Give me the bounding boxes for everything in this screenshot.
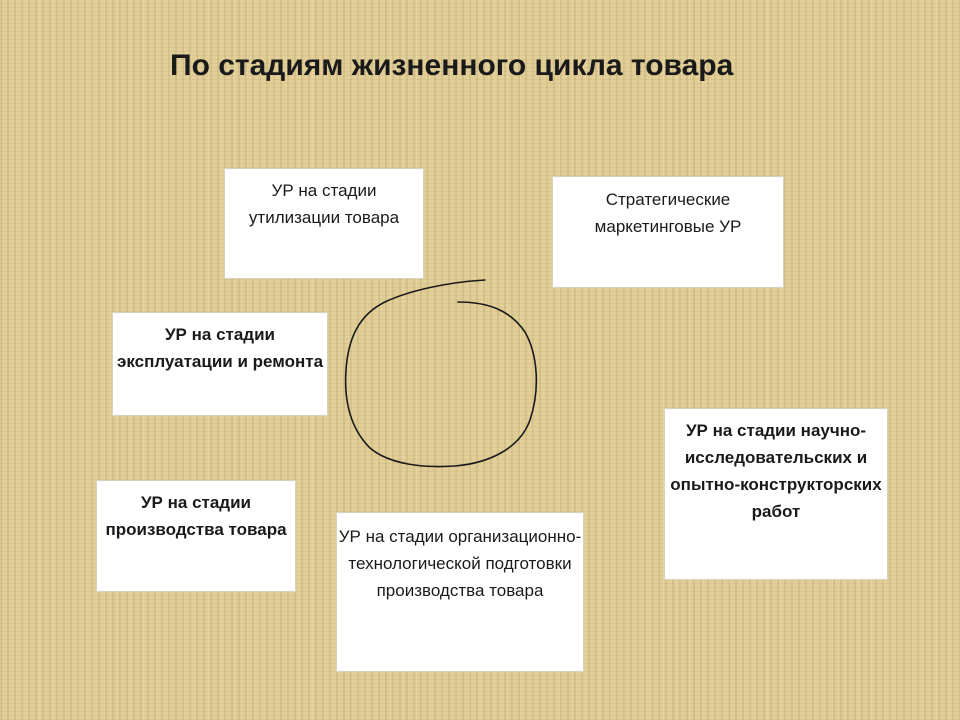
- box-research-stage: УР на стадии научно-исследовательских и …: [664, 408, 888, 580]
- box-production-stage: УР на стадии производства товара: [96, 480, 296, 592]
- lifecycle-circle-icon: [344, 279, 538, 468]
- box-research-label: УР на стадии научно-исследовательских и …: [670, 421, 882, 521]
- box-strategic-marketing: Стратегические маркетинговые УР: [552, 176, 784, 288]
- box-operation-label: УР на стадии эксплуатации и ремонта: [116, 325, 324, 371]
- box-utilization-stage: УР на стадии утилизации товара: [224, 168, 424, 279]
- box-utilization-label: УР на стадии утилизации товара: [248, 181, 400, 227]
- box-operation-stage: УР на стадии эксплуатации и ремонта: [112, 312, 328, 416]
- slide-title: По стадиям жизненного цикла товара: [170, 49, 734, 82]
- box-strategic-label: Стратегические маркетинговые УР: [594, 190, 742, 236]
- box-preparation-stage: УР на стадии организационно-технологичес…: [336, 512, 584, 672]
- box-preparation-label: УР на стадии организационно-технологичес…: [338, 527, 582, 600]
- box-production-label: УР на стадии производства товара: [105, 493, 287, 539]
- lifecycle-circle-stroke: [344, 279, 538, 468]
